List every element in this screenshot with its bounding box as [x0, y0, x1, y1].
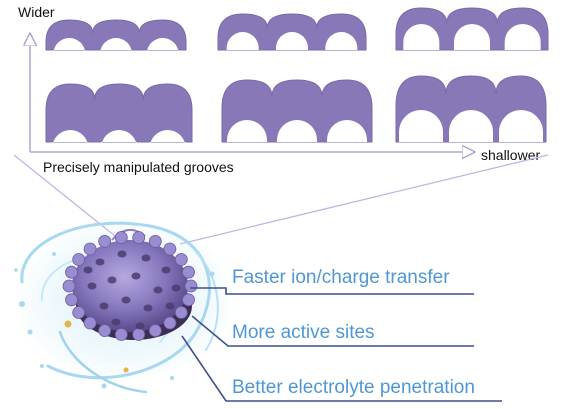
surface-pit	[99, 302, 109, 310]
droplet	[101, 383, 107, 389]
surface-pit	[95, 258, 105, 266]
x-axis-label: shallower	[481, 147, 540, 163]
y-axis-label: Wider	[18, 4, 55, 20]
surface-bump	[62, 279, 76, 293]
surface-pit	[153, 286, 163, 294]
callout-leader-2	[191, 315, 474, 347]
surface-bump	[114, 231, 128, 244]
groove-cavity	[100, 38, 132, 54]
surface-bump	[132, 328, 146, 341]
callout-leader-1	[190, 287, 474, 295]
property-label-electrolyte: Better electrolyte penetration	[232, 377, 475, 398]
groove-cavity	[499, 110, 543, 142]
groove-cavity	[227, 120, 267, 142]
splash-drip	[58, 330, 148, 394]
surface-pit	[87, 282, 97, 290]
groove-block	[395, 7, 549, 51]
droplet	[14, 268, 18, 272]
surface-bump	[98, 234, 112, 248]
surface-pit	[83, 266, 93, 274]
surface-bump	[132, 231, 146, 244]
axis-group	[30, 34, 474, 152]
ion-dot	[64, 320, 72, 328]
surface-bump	[98, 324, 112, 338]
surface-bump	[163, 316, 177, 330]
surface-bump	[184, 279, 198, 293]
surface-pit	[131, 272, 141, 280]
property-label-active-sites: More active sites	[232, 322, 375, 343]
surface-pit	[165, 302, 175, 310]
surface-bump	[72, 306, 86, 319]
groove-cavity	[276, 32, 308, 50]
callout-line-right	[179, 154, 549, 245]
groove-cavity	[325, 32, 358, 50]
droplet	[209, 271, 215, 277]
surface-bump	[182, 293, 195, 307]
surface-pit	[107, 276, 117, 284]
surface-bump	[182, 265, 195, 279]
droplet	[170, 376, 174, 380]
groove-caption: Precisely manipulated grooves	[43, 159, 234, 175]
surface-bump	[83, 316, 97, 330]
surface-pit	[161, 266, 171, 274]
surface-pit	[171, 284, 181, 292]
surface-pit	[111, 318, 121, 326]
groove-cavity	[454, 24, 490, 50]
callout-leader-3	[181, 335, 502, 402]
property-callouts: Faster ion/charge transfer More active s…	[181, 267, 502, 402]
surface-bump	[163, 242, 177, 256]
groove-block	[395, 75, 547, 143]
porous-particle	[62, 231, 198, 341]
surface-pit	[143, 304, 153, 312]
surface-bump	[83, 242, 97, 256]
groove-block	[221, 79, 373, 143]
groove-grid	[45, 7, 549, 148]
groove-block-body	[45, 83, 193, 143]
surface-bump	[65, 293, 78, 307]
groove-cavity	[101, 130, 137, 148]
surface-bump	[72, 253, 86, 266]
surface-bump	[148, 234, 162, 248]
splash-swirl-right	[195, 251, 219, 351]
surface-bump	[65, 265, 78, 279]
groove-cavity	[403, 23, 440, 50]
surface-bumps	[62, 231, 198, 341]
groove-cavity	[327, 120, 367, 142]
groove-cavity	[504, 23, 541, 50]
groove-block	[217, 13, 367, 51]
groove-cavity	[277, 120, 317, 142]
groove-cavity	[146, 38, 179, 54]
surface-pit	[121, 296, 131, 304]
groove-cavity	[53, 37, 86, 54]
surface-bump	[174, 306, 188, 319]
groove-block-body	[45, 19, 187, 51]
surface-pit	[135, 322, 145, 330]
surface-pit	[141, 254, 151, 262]
surface-pits	[83, 250, 181, 330]
groove-cavity	[52, 130, 89, 148]
groove-block	[45, 83, 193, 148]
surface-pit	[117, 250, 127, 258]
droplet	[19, 301, 25, 307]
groove-block	[45, 19, 187, 54]
surface-bump	[114, 328, 128, 341]
splash-swirl-outer	[20, 221, 211, 380]
droplet	[40, 364, 44, 368]
groove-cavity	[226, 32, 259, 50]
surface-bump	[174, 253, 188, 266]
groove-cavity	[399, 110, 443, 142]
property-label-ion-transfer: Faster ion/charge transfer	[232, 267, 450, 288]
droplet	[52, 252, 56, 256]
droplet	[27, 329, 33, 335]
groove-cavity	[149, 130, 186, 148]
groove-cavity	[449, 110, 493, 142]
ion-dot	[123, 367, 129, 373]
surface-bump	[148, 324, 162, 338]
